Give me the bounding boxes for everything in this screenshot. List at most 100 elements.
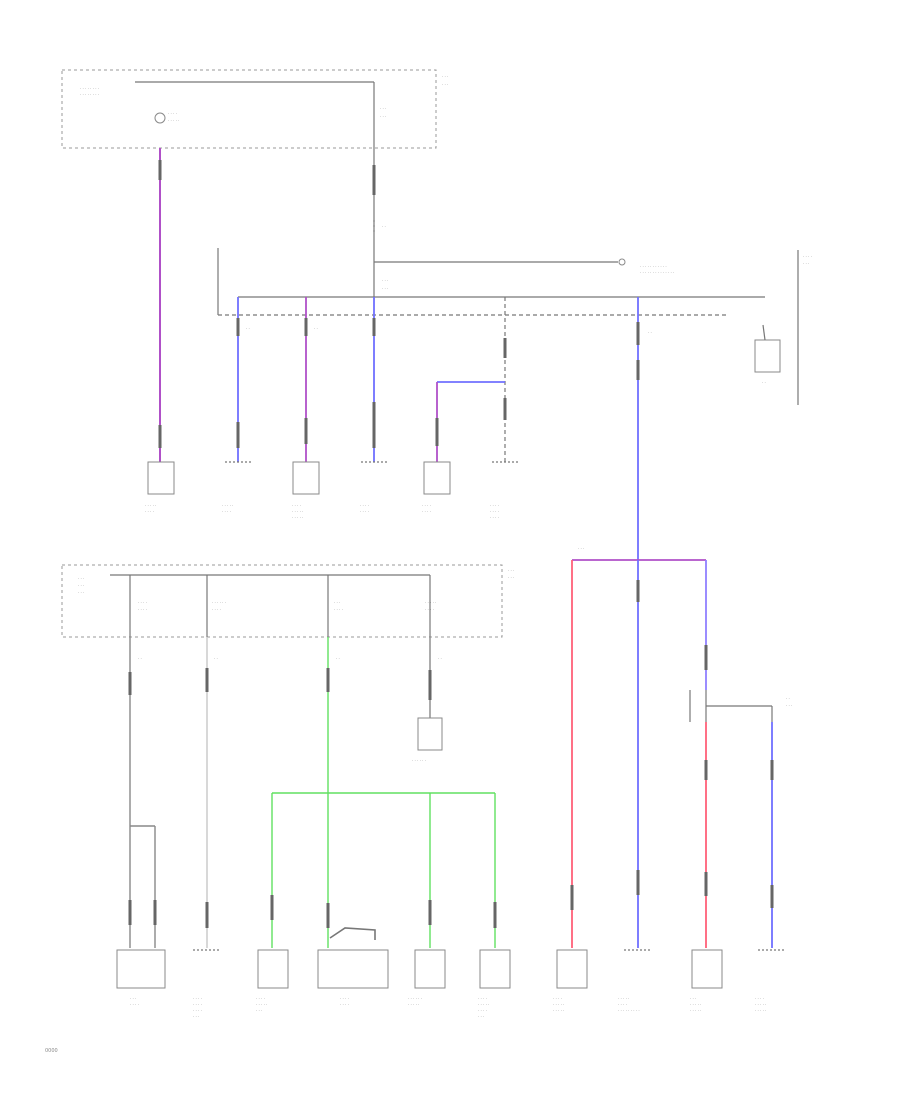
svg-text:· · · ·: · · · · (145, 509, 154, 514)
svg-text:· · · · ·: · · · · · (755, 1008, 766, 1013)
svg-text:· ·: · · (246, 326, 250, 331)
svg-text:· · · ·: · · · · (490, 515, 499, 520)
svg-text:· · · ·: · · · · (478, 1008, 487, 1013)
svg-text:· · · ·: · · · · (340, 996, 349, 1001)
svg-text:· ·: · · (336, 656, 340, 661)
svg-text:· · · · ·: · · · · · (145, 503, 156, 508)
svg-text:· · ·: · · · (442, 74, 448, 79)
component-1: · · · · · · · · · (145, 461, 175, 514)
svg-text:· · · ·: · · · · (340, 1002, 349, 1007)
svg-text:· · · ·: · · · · (422, 503, 431, 508)
svg-text:· · · ·: · · · · (222, 509, 231, 514)
svg-text:· · ·: · · · (78, 576, 84, 581)
svg-text:· · · · ·: · · · · · (755, 1002, 766, 1007)
component-12: · · · · · · · · · · · (408, 949, 446, 1007)
svg-text:· · ·: · · · (382, 286, 388, 291)
svg-text:· · · ·: · · · · (168, 111, 177, 116)
svg-text:· · · ·: · · · · (138, 607, 147, 612)
svg-text:· · · · ·: · · · · · (553, 1008, 564, 1013)
svg-text:· · · ·: · · · · (292, 503, 301, 508)
svg-text:· · · ·: · · · · (618, 1002, 627, 1007)
svg-text:· · · · · · · · ·: · · · · · · · · · (618, 1008, 640, 1013)
component-14: · · · · · · · · · · · · · · (553, 949, 588, 1013)
component-6: · · · · · · · · · · · · (490, 461, 518, 520)
component-16: · · · · · · · · · · · · · (690, 949, 723, 1013)
svg-text:· · · · ·: · · · · · (478, 1002, 489, 1007)
component-13: · · · · · · · · · · · · · · · · (478, 949, 511, 1019)
svg-text:· · · · ·: · · · · · (690, 1008, 701, 1013)
svg-text:· · · ·: · · · · (360, 509, 369, 514)
svg-text:· · ·: · · · (130, 996, 136, 1001)
svg-text:· · · ·: · · · · (256, 996, 265, 1001)
svg-text:· · · ·: · · · · (334, 607, 343, 612)
svg-text:· · · ·: · · · · (803, 254, 812, 259)
svg-text:· · ·: · · · (508, 568, 514, 573)
svg-text:· · · ·: · · · · (755, 996, 764, 1001)
svg-text:· ·: · · (648, 330, 652, 335)
component-10: · · · · · · · · · · · · (256, 949, 289, 1013)
component-8: · · · · · · · (116, 949, 166, 1007)
svg-text:· · · · ·: · · · · · (292, 509, 303, 514)
svg-text:· · · ·: · · · · (422, 509, 431, 514)
component-15: · · · · · · · · · · · · · · · · · · (618, 949, 652, 1013)
svg-text:· · · · ·: · · · · · (222, 503, 233, 508)
svg-text:· · ·: · · · (380, 114, 386, 119)
svg-text:· · · ·: · · · · (360, 503, 369, 508)
page-code: 0000 (45, 1048, 58, 1054)
svg-text:· · ·: · · · (382, 278, 388, 283)
svg-text:· · ·: · · · (334, 600, 340, 605)
svg-text:· · ·: · · · (442, 82, 448, 87)
svg-text:· · · · ·: · · · · · (553, 1002, 564, 1007)
svg-text:· · ·: · · · (193, 1014, 199, 1019)
svg-text:· ·: · · (762, 380, 766, 385)
svg-text:· · · ·: · · · · (212, 607, 221, 612)
svg-text:· · ·: · · · (803, 261, 809, 266)
svg-text:· · · ·: · · · · (193, 1002, 202, 1007)
svg-text:· · · ·: · · · · (553, 996, 562, 1001)
component-7: · · · · · · (412, 717, 443, 763)
svg-text:· · · ·: · · · · (478, 996, 487, 1001)
svg-text:· · · · · · · · · · ·: · · · · · · · · · · · (640, 264, 667, 269)
svg-text:· · · · ·: · · · · · (256, 1002, 267, 1007)
svg-text:· · ·: · · · (786, 703, 792, 708)
svg-text:· · · · ·: · · · · · (168, 118, 179, 123)
svg-text:· · · · · ·: · · · · · · (408, 996, 422, 1001)
svg-text:· · ·: · · · (478, 1014, 484, 1019)
svg-text:· · ·: · · · (380, 106, 386, 111)
svg-text:· · · ·: · · · · (490, 509, 499, 514)
svg-text:· ·: · · (214, 656, 218, 661)
svg-text:· · · ·: · · · · (130, 1002, 139, 1007)
component-11: · · · · · · · · (317, 949, 389, 1007)
svg-text:· · ·: · · · (256, 1008, 262, 1013)
svg-text:· · · · · · · ·: · · · · · · · · (80, 86, 99, 91)
svg-text:· ·: · · (314, 326, 318, 331)
svg-text:· · · · ·: · · · · · (425, 600, 436, 605)
component-3: · · · · · · · · · · · · · · (292, 461, 320, 520)
relay-module-top-right: · · · · · · · (797, 250, 812, 405)
svg-text:· · · · ·: · · · · · (408, 1002, 419, 1007)
component-2: · · · · · · · · · (222, 461, 252, 514)
svg-text:· · · ·: · · · · (193, 996, 202, 1001)
component-17: · · · · · · · · · · · · · · (755, 949, 786, 1013)
svg-text:· · · ·: · · · · (193, 1008, 202, 1013)
svg-text:· · ·: · · · (508, 575, 514, 580)
svg-text:· · · · ·: · · · · · (618, 996, 629, 1001)
svg-text:· · · · · · · ·: · · · · · · · · (80, 92, 99, 97)
svg-text:· ·: · · (382, 224, 386, 229)
svg-text:· · · ·: · · · · (490, 503, 499, 508)
component-5: · · · · · · · · (422, 461, 451, 514)
svg-text:· ·: · · (138, 656, 142, 661)
svg-text:· ·: · · (438, 656, 442, 661)
svg-text:· ·: · · (786, 696, 790, 701)
svg-text:· · ·: · · · (78, 583, 84, 588)
svg-text:· · · · · ·: · · · · · · (212, 600, 226, 605)
component-9: · · · · · · · · · · · · · · · (193, 949, 221, 1019)
svg-text:· · · · ·: · · · · · (292, 515, 303, 520)
svg-text:· · ·: · · · (578, 546, 584, 551)
svg-text:· · · · · · · · · · · · · ·: · · · · · · · · · · · · · · (640, 270, 674, 275)
relay-bus (217, 248, 765, 316)
svg-text:· · ·: · · · (690, 996, 696, 1001)
svg-text:· · · · ·: · · · · · (690, 1002, 701, 1007)
svg-text:· · · · · ·: · · · · · · (412, 758, 426, 763)
